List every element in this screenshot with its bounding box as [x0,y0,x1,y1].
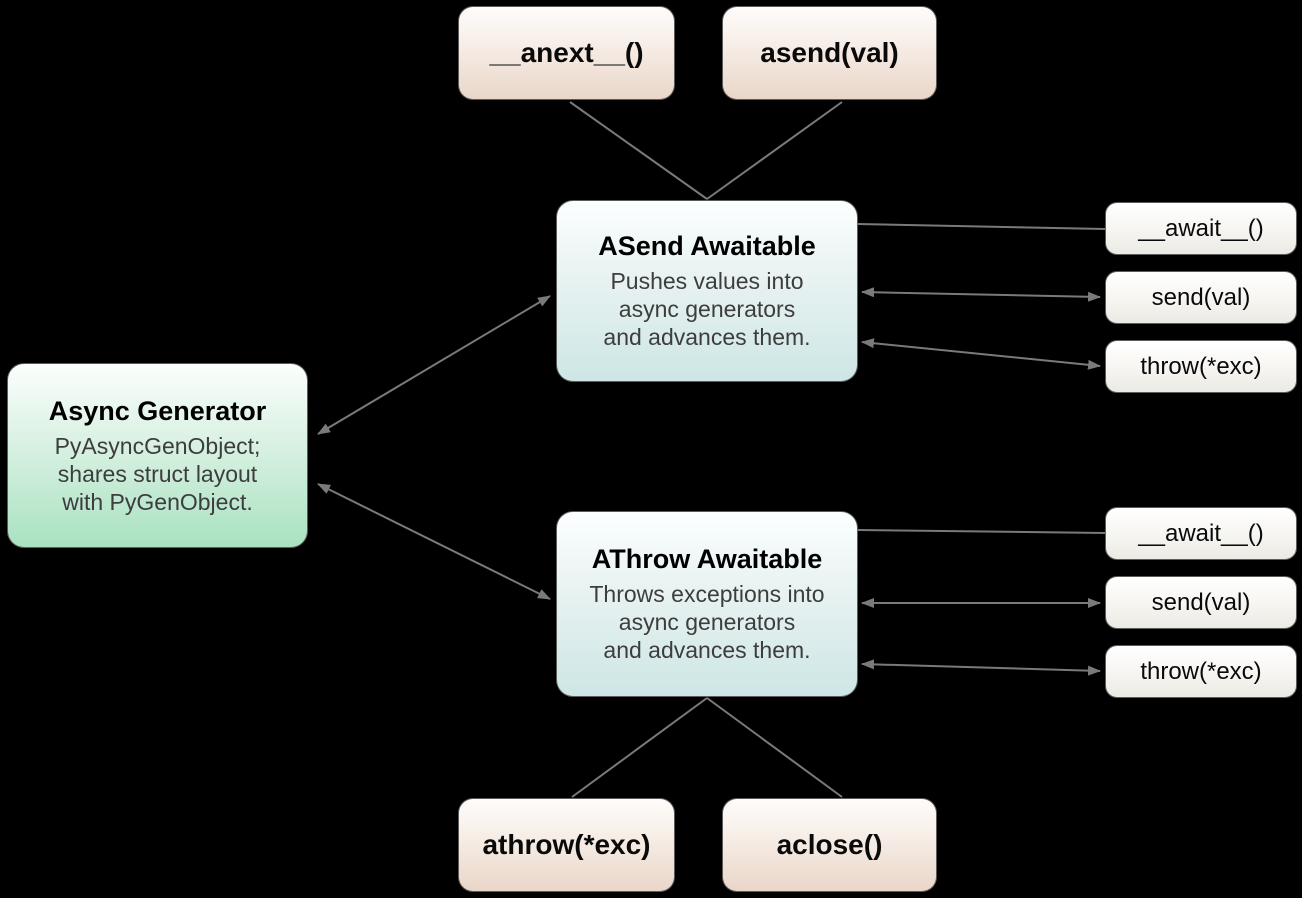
node-anext-method: __anext__() [458,6,675,100]
node-label: __await__() [1138,519,1264,547]
connector-anext-to-asend-awaitable [569,101,708,200]
node-athrow-awaitable: AThrow Awaitable Throws exceptions into … [556,511,858,697]
node-body-line: with PyGenObject. [62,488,253,515]
node-body-line: async generators [618,609,796,635]
connector-athrow-awaitable-to-aclose [706,697,843,798]
connector-athrow-awaitable-throw-bidirectional [861,659,1101,676]
connector-asyncgen-athrow-awaitable-bidirectional [317,483,551,600]
node-aclose-method: aclose() [722,798,937,892]
node-label: __await__() [1138,214,1264,242]
node-label: __anext__() [489,37,644,68]
node-asend-method: asend(val) [722,6,937,100]
node-body-line: Throws exceptions into [589,581,825,607]
node-label: aclose() [776,829,883,860]
node-label: send(val) [1151,283,1251,311]
connector-asend-awaitable-send-bidirectional [861,287,1101,302]
node-asend-await-method: __await__() [1105,202,1297,255]
node-body-line: shares struct layout [57,460,258,487]
node-athrow-throw-method: throw(*exc) [1105,645,1297,698]
connector-asend-to-asend-awaitable [706,101,843,200]
node-title: AThrow Awaitable [591,544,823,574]
node-body-line: async generators [618,296,796,322]
connector-asend-awaitable-to-await [857,223,1106,230]
node-athrow-send-method: send(val) [1105,576,1297,629]
node-body-line: PyAsyncGenObject; [54,432,261,459]
node-label: throw(*exc) [1140,657,1262,685]
node-title: Async Generator [48,395,267,426]
connector-athrow-awaitable-to-await [857,529,1106,534]
node-label: athrow(*exc) [482,829,651,860]
connector-asyncgen-asend-awaitable-bidirectional [317,295,551,435]
node-body-line: and advances them. [603,637,811,663]
node-body-line: and advances them. [603,324,811,350]
node-label: asend(val) [760,37,899,68]
node-label: throw(*exc) [1140,352,1262,380]
node-async-generator: Async Generator PyAsyncGenObject; shares… [7,363,308,548]
node-body-line: Pushes values into [610,268,804,294]
node-label: send(val) [1151,588,1251,616]
node-asend-throw-method: throw(*exc) [1105,340,1297,393]
node-asend-awaitable: ASend Awaitable Pushes values into async… [556,200,858,382]
connector-athrow-awaitable-to-athrow [571,697,708,798]
node-asend-send-method: send(val) [1105,271,1297,324]
node-title: ASend Awaitable [598,231,816,261]
node-athrow-exc-method: athrow(*exc) [458,798,675,892]
node-athrow-await-method: __await__() [1105,507,1297,560]
connector-asend-awaitable-throw-bidirectional [861,338,1101,370]
